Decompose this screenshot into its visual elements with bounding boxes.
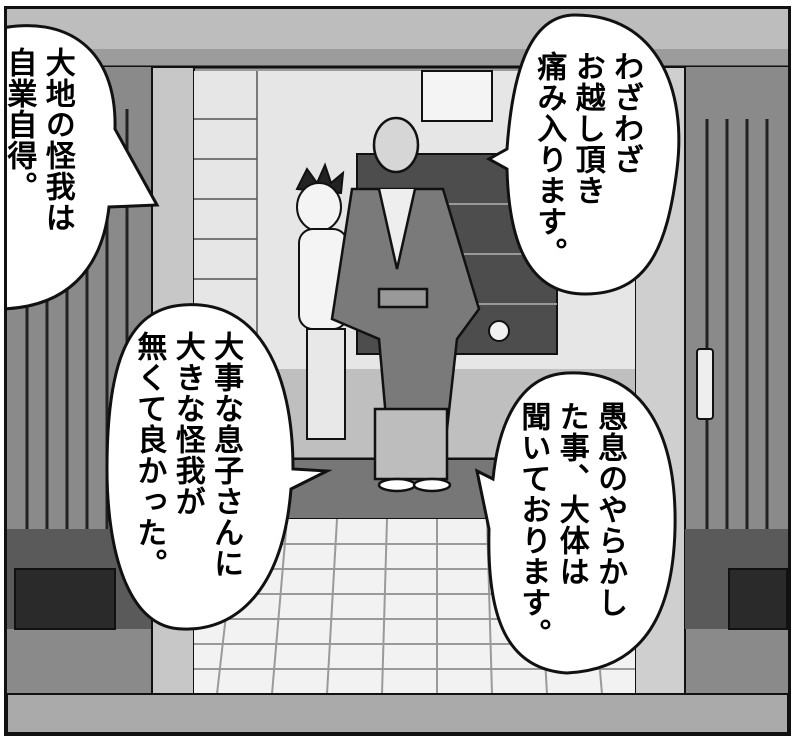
comic-panel: わざわざ お越し頂き 痛み入ります。 大地の怪我は 自業自得。 大事な息子さんに…: [4, 6, 791, 736]
door-handle: [696, 348, 714, 420]
speech-bubble-1-text: わざわざ お越し頂き 痛み入ります。: [531, 51, 644, 268]
transom-window: [421, 70, 493, 122]
speech-bubble-3-text: 大事な息子さんに 大きな怪我が 無くて良かった。: [131, 331, 244, 579]
speech-bubble-4-text: 愚息のやらかし た事、大体は 聞いております。: [515, 401, 628, 649]
monk-figure: [330, 116, 481, 493]
panel-artwork: [7, 9, 788, 733]
speech-bubble-4-shape: [474, 371, 677, 675]
right-door-lattice: [705, 119, 769, 529]
speech-bubble-3-shape: [105, 303, 333, 631]
speech-bubble-2-text: 大地の怪我は 自業自得。: [4, 47, 75, 233]
speech-bubble-1-shape: [485, 13, 681, 296]
vase: [488, 320, 510, 342]
speech-bubble-2-shape: [7, 24, 160, 311]
threshold: [7, 693, 788, 733]
